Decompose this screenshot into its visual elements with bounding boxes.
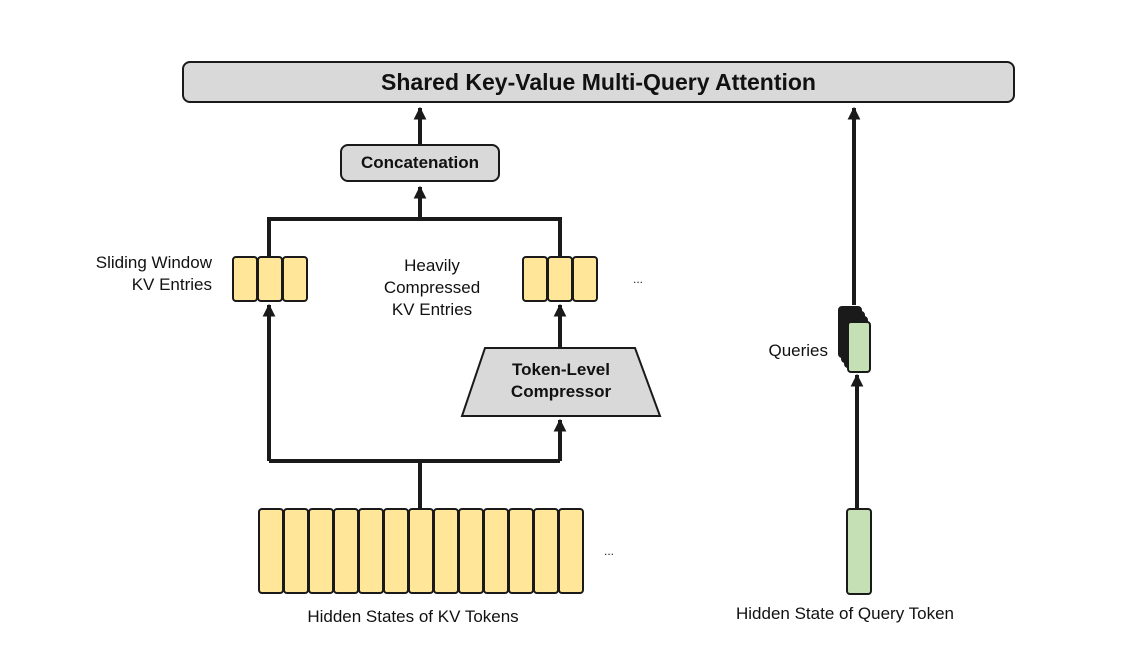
kv-token-hidden-state <box>533 508 559 594</box>
compressed-kv-entry <box>547 256 573 302</box>
kv-token-hidden-state <box>433 508 459 594</box>
join-line-top <box>267 217 562 256</box>
queries-label: Queries <box>768 341 828 360</box>
query-hidden-state-label: Hidden State of Query Token <box>736 604 954 623</box>
compressor-label-line1: Token-Level <box>512 360 610 379</box>
compressed-entries-label: Heavily Compressed KV Entries <box>362 255 502 321</box>
attention-box: Shared Key-Value Multi-Query Attention <box>182 61 1015 103</box>
sliding-window-entry <box>232 256 258 302</box>
kv-token-hidden-state <box>458 508 484 594</box>
kv-hidden-states-label: Hidden States of KV Tokens <box>307 607 519 626</box>
kv-token-hidden-state <box>483 508 509 594</box>
compressed-entries-label-line1: Heavily <box>404 256 460 275</box>
compressed-kv-entry <box>522 256 548 302</box>
kv-token-hidden-state <box>558 508 584 594</box>
kv-token-hidden-state <box>508 508 534 594</box>
query-token-hidden-state <box>846 508 872 595</box>
sliding-window-entry <box>257 256 283 302</box>
kv-tokens-ellipsis: ... <box>604 544 615 558</box>
kv-token-hidden-state <box>308 508 334 594</box>
concatenation-box: Concatenation <box>340 144 500 182</box>
sliding-window-entry <box>282 256 308 302</box>
query-card <box>847 321 871 373</box>
compressed-kv-entry <box>572 256 598 302</box>
compressor-label-line2: Compressor <box>510 382 612 401</box>
compressor-label: Token-Level Compressor <box>462 359 660 403</box>
kv-token-hidden-state <box>383 508 409 594</box>
sliding-window-label: Sliding Window KV Entries <box>62 252 212 296</box>
concatenation-label: Concatenation <box>360 153 480 172</box>
compressed-entries-label-line2: Compressed <box>383 278 481 297</box>
kv-token-hidden-state <box>258 508 284 594</box>
compressed-entries-label-line3: KV Entries <box>391 300 473 319</box>
compressor-shape <box>460 347 662 417</box>
sliding-window-label-line1: Sliding Window <box>95 253 212 272</box>
sliding-window-label-line2: KV Entries <box>131 275 212 294</box>
kv-token-hidden-state <box>283 508 309 594</box>
kv-token-hidden-state <box>408 508 434 594</box>
kv-token-hidden-state <box>358 508 384 594</box>
attention-title: Shared Key-Value Multi-Query Attention <box>381 68 816 95</box>
compressed-entries-ellipsis: ... <box>633 272 644 286</box>
kv-token-hidden-state <box>333 508 359 594</box>
